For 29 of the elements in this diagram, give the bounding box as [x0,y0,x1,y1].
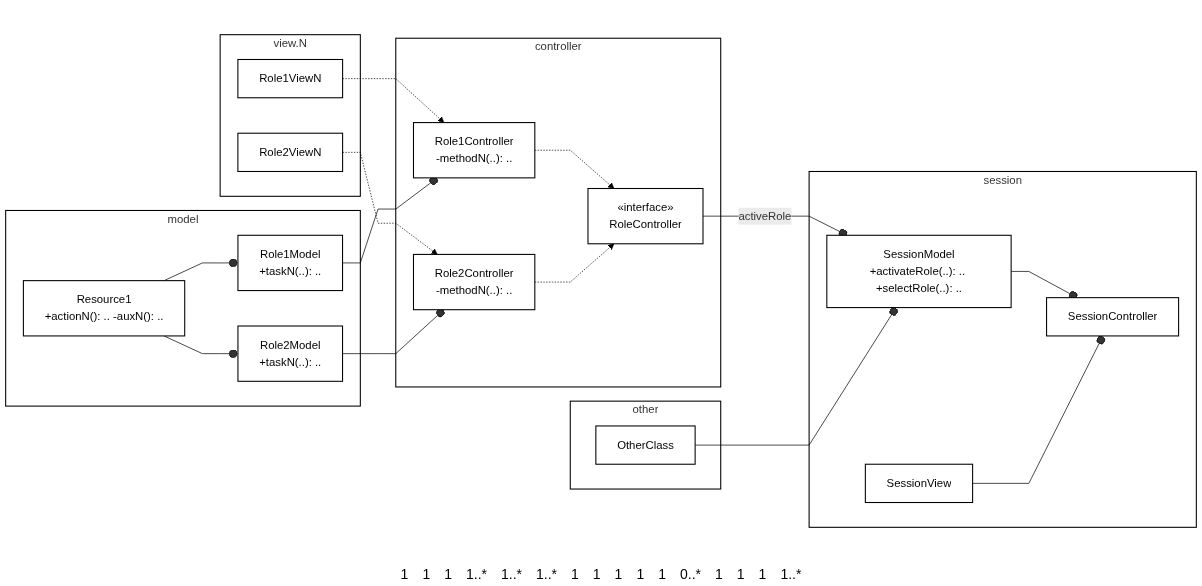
multiplicity-label: 1 [614,566,623,582]
multiplicity-label: 1 [658,566,666,582]
node-box: Role2Controller -methodN(..): .. [412,253,536,311]
edge-label: activeRole [738,209,792,222]
multiplicity-label: 1 [758,566,767,582]
multiplicity-label: 1 [715,566,723,582]
multiplicity-label: 1 [400,566,409,582]
multiplicity-label: 1..* [501,566,522,582]
node-box: SessionModel +activateRole(..): .. +selectRole(..): .. [826,234,1012,309]
node-box: SessionController [1046,297,1180,337]
node-box: Resource1 +actionN(): .. -auxN(): .. [22,280,186,337]
multiplicity-label: 0..* [680,566,701,582]
multiplicity-label: 1 [736,566,745,582]
node-box: Role2Model +taskN(..): .. [237,325,344,382]
node-box: OtherClass [595,425,696,465]
multiplicity-label: 1..* [536,566,557,582]
multiplicity-label: 1 [571,566,579,582]
multiplicity-label: 1 [636,566,645,582]
node-box: SessionView [864,463,974,504]
multiplicity-label: 1..* [780,566,802,582]
multiplicity-label: 1..* [465,566,487,582]
multiplicity-label: 1 [592,566,601,582]
node-box: «interface» RoleController [587,187,704,245]
multiplicity-label: 1 [422,566,431,582]
node-box: Role1Model +taskN(..): .. [237,234,344,292]
node-box: Role1Controller -methodN(..): .. [412,122,536,179]
multiplicity-label: 1 [444,566,452,582]
node-box: Role1ViewN [237,58,344,99]
node-box: Role2ViewN [237,132,344,172]
